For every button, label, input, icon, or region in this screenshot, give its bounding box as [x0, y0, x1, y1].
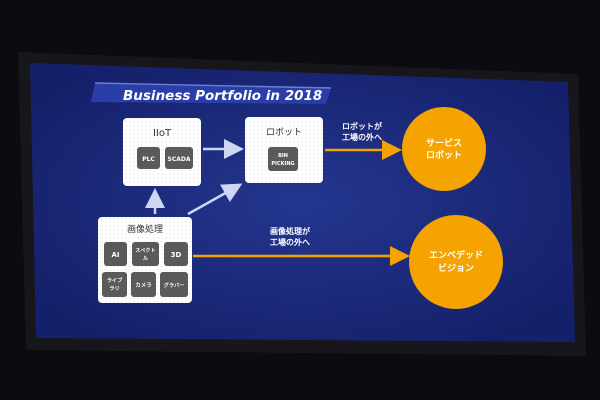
vision-box: 画像処理 AI スペクト ル 3D ライブ ラリ カメラ グラバー	[98, 217, 192, 303]
embedded-vision-circle	[409, 215, 503, 309]
scada-chip	[165, 147, 193, 169]
bin-picking-line1: BIN	[278, 153, 288, 159]
vision-out-label-line1: 画像処理が	[270, 226, 311, 236]
library-chip-line1: ライブ	[107, 276, 123, 284]
ai-chip	[104, 242, 127, 266]
library-chip-line2: ラリ	[109, 285, 119, 292]
embedded-vision-line2: ビジョン	[438, 262, 474, 274]
camera-chip-label: カメラ	[135, 282, 152, 289]
spectral-chip-line2: ル	[143, 255, 149, 262]
spectral-chip-line1: スペクト	[135, 246, 155, 254]
spectral-chip	[132, 242, 159, 266]
vision-title: 画像処理	[127, 223, 163, 235]
grabber-chip-label: グラバー	[164, 281, 185, 289]
slide-title: Business Portfolio in 2018	[123, 88, 322, 104]
library-chip	[102, 272, 127, 297]
bin-picking-chip	[268, 147, 298, 171]
arrow-vision-to-robot	[187, 183, 243, 216]
robot-box: ロボット BIN PICKING	[245, 117, 323, 183]
scada-chip-label: SCADA	[168, 156, 191, 163]
service-robot-circle	[402, 107, 486, 191]
robot-title: ロボット	[266, 127, 302, 138]
ai-chip-label: AI	[111, 251, 119, 259]
grabber-chip	[160, 272, 188, 297]
embedded-vision-line1: エンベデッド	[429, 249, 483, 261]
iiot-title: IIoT	[153, 128, 172, 139]
3d-chip-label: 3D	[171, 251, 182, 259]
plc-chip	[137, 147, 160, 169]
bin-picking-line2: PICKING	[271, 161, 294, 167]
3d-chip	[164, 242, 188, 266]
camera-chip	[131, 272, 156, 297]
robot-out-label-line1: ロボットが	[342, 121, 383, 131]
title-bar	[91, 83, 331, 104]
service-robot-line1: サービス	[426, 137, 462, 149]
vision-out-label-line2: 工場の外へ	[270, 237, 310, 247]
robot-out-label-line2: 工場の外へ	[342, 132, 382, 142]
service-robot-line2: ロボット	[426, 149, 462, 161]
title-bar-line	[94, 82, 332, 89]
plc-chip-label: PLC	[142, 156, 155, 163]
iiot-box: IIoT PLC SCADA	[123, 118, 201, 186]
